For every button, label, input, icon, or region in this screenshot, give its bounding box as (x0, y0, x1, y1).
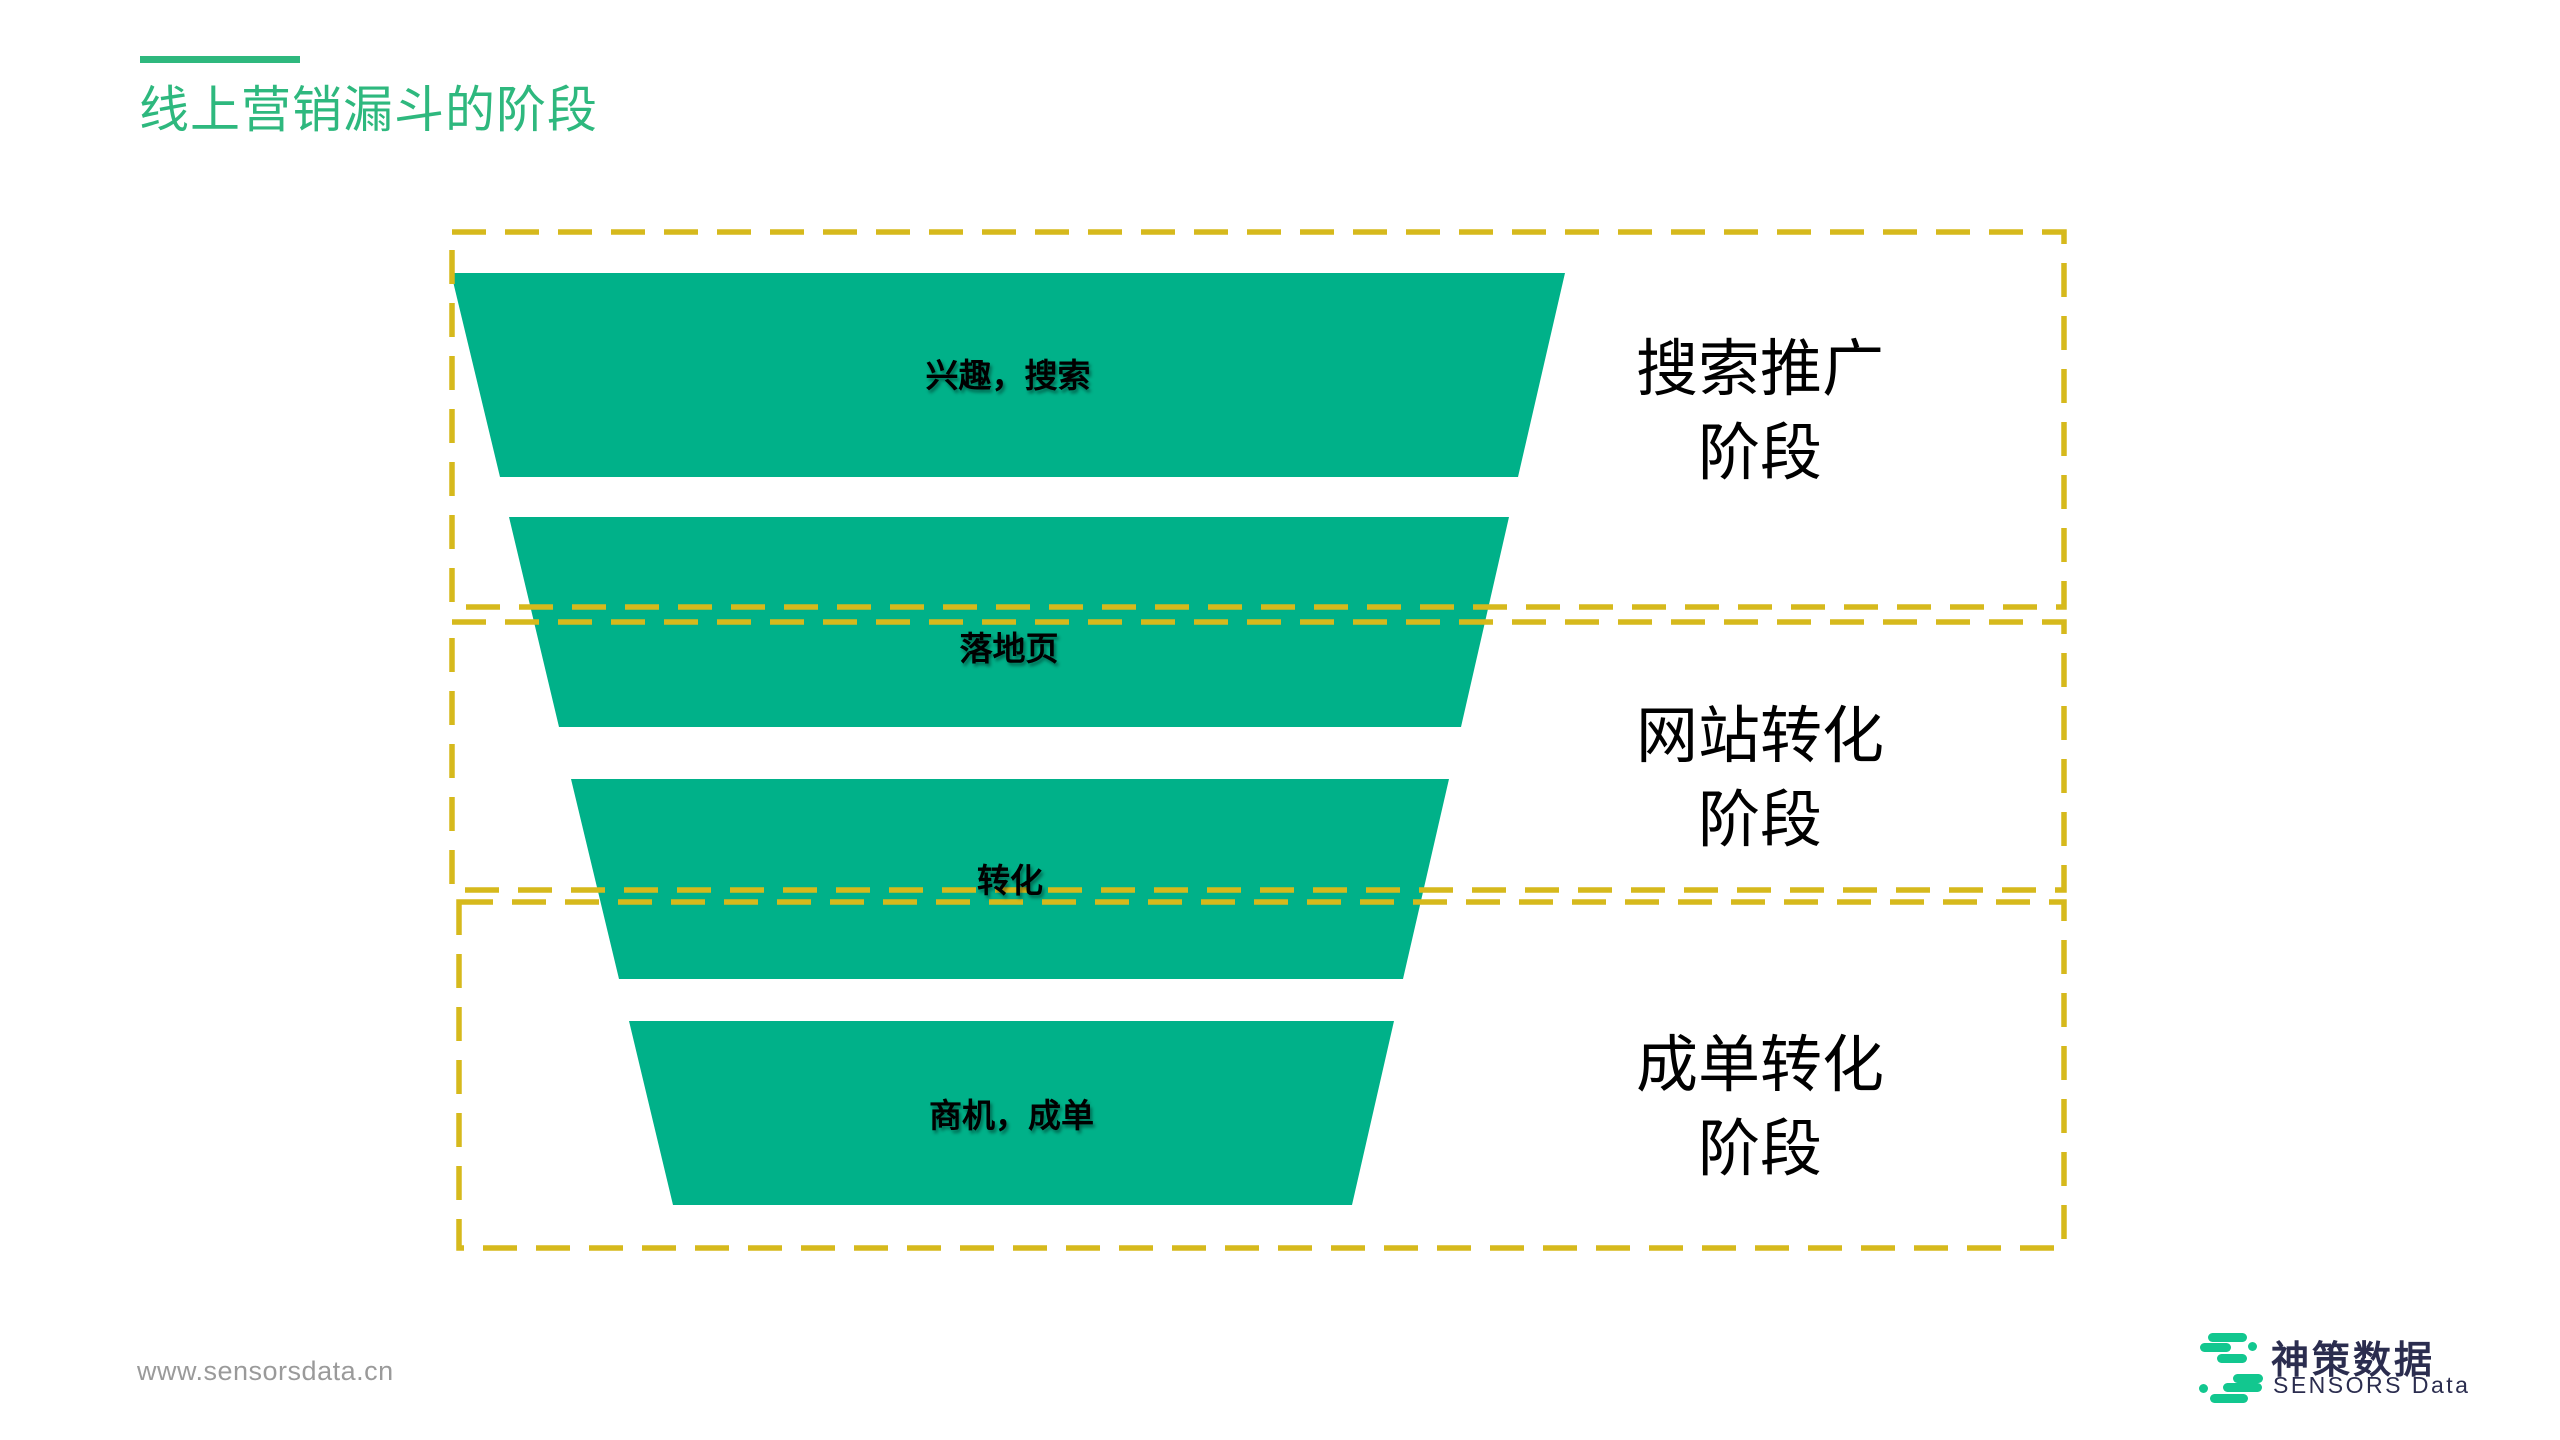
phase-label-line2: 阶段 (1697, 1115, 1822, 1184)
phase-label-search-promotion: 搜索推广 阶段 (1550, 328, 1970, 496)
funnel-stage-label-4: 商机，成单 (929, 1097, 1094, 1134)
logo-text-en: SENSORS Data (2273, 1372, 2471, 1398)
funnel-stage-shape-1 (451, 273, 1565, 477)
funnel-stage-shape-3 (571, 779, 1449, 979)
title-accent-bar (140, 56, 300, 63)
logo-text-cn: 神策数据 (2271, 1340, 2436, 1382)
phase-label-line1: 搜索推广 (1635, 335, 1884, 404)
website-url: www.sensorsdata.cn (137, 1356, 394, 1386)
phase-box-site-conversion (449, 619, 2067, 893)
funnel-stage-label-1: 兴趣，搜索 (925, 357, 1091, 394)
phase-label-site-conversion: 网站转化 阶段 (1550, 695, 1970, 863)
page-title: 线上营销漏斗的阶段 (139, 82, 598, 138)
phase-label-line1: 成单转化 (1635, 1031, 1884, 1100)
funnel-stage-label-2: 落地页 (959, 630, 1059, 667)
phase-label-line2: 阶段 (1697, 419, 1822, 488)
funnel-stage-shape-4 (629, 1021, 1394, 1205)
sensors-logo-s-icon (2190, 1320, 2280, 1415)
phase-label-line1: 网站转化 (1635, 702, 1884, 771)
phase-label-line2: 阶段 (1697, 786, 1822, 855)
sensors-data-logo: 神策数据 SENSORS Data (2190, 1320, 2520, 1415)
phase-box-search-promotion (449, 229, 2067, 610)
phase-label-deal-conversion: 成单转化 阶段 (1550, 1024, 1970, 1192)
funnel-stage-label-3: 转化 (977, 862, 1043, 899)
phase-box-deal-conversion (456, 899, 2067, 1251)
